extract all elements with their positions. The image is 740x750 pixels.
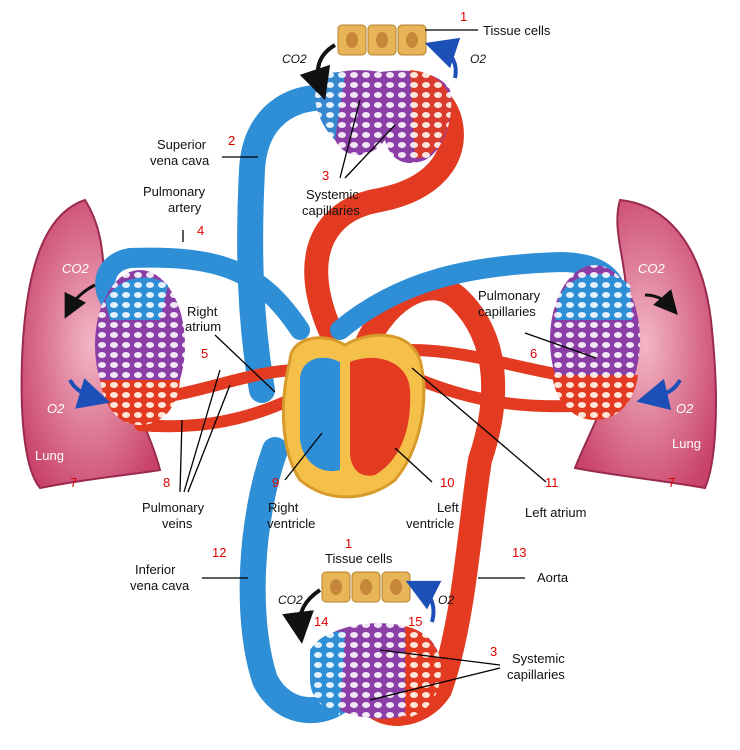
label-lung-right: Lung	[672, 436, 701, 451]
num-1-top: 1	[460, 9, 467, 24]
o2-arrow-right	[636, 378, 682, 410]
label-systemic-capillaries-top-2: capillaries	[302, 203, 360, 218]
num-12: 12	[212, 545, 226, 560]
num-2: 2	[228, 133, 235, 148]
gas-co2-right: CO2	[638, 261, 666, 276]
label-right-ventricle-1: Right	[268, 500, 299, 515]
label-right-atrium-2: atrium	[185, 319, 221, 334]
label-pulmonary-veins-2: veins	[162, 516, 193, 531]
gas-o2-right: O2	[676, 401, 694, 416]
label-tissue-cells-top: Tissue cells	[483, 23, 551, 38]
label-systemic-capillaries-top-1: Systemic	[306, 187, 359, 202]
label-left-ventricle-2: ventricle	[406, 516, 454, 531]
num-7-right: 7	[668, 475, 675, 490]
label-aorta: Aorta	[537, 570, 569, 585]
label-systemic-capillaries-bottom-1: Systemic	[512, 651, 565, 666]
num-8: 8	[163, 475, 170, 490]
label-systemic-capillaries-bottom-2: capillaries	[507, 667, 565, 682]
label-right-ventricle-2: ventricle	[267, 516, 315, 531]
num-10: 10	[440, 475, 454, 490]
left-ventricle-chamber	[350, 357, 411, 476]
tissue-cells-top	[337, 24, 427, 56]
co2-arrow-top	[299, 43, 337, 101]
num-9: 9	[272, 475, 279, 490]
label-pulmonary-veins-1: Pulmonary	[142, 500, 205, 515]
label-pulmonary-artery-1: Pulmonary	[143, 184, 206, 199]
num-3-bottom: 3	[490, 644, 497, 659]
right-ventricle-chamber	[300, 357, 340, 472]
num-1-bottom: 1	[345, 536, 352, 551]
o2-arrow-bottom	[405, 580, 442, 623]
gas-o2-top: O2	[470, 52, 486, 66]
label-inferior-vena-cava-2: vena cava	[130, 578, 190, 593]
o2-arrow-left	[68, 378, 111, 409]
vena-cava-vessel	[237, 84, 358, 403]
num-3-top: 3	[322, 168, 329, 183]
gas-o2-bottom: O2	[438, 593, 454, 607]
pulmonary-artery-left	[95, 247, 310, 340]
num-4: 4	[197, 223, 204, 238]
label-superior-vena-cava-2: vena cava	[150, 153, 210, 168]
num-11: 11	[545, 475, 559, 490]
label-left-atrium: Left atrium	[525, 505, 586, 520]
num-14: 14	[314, 614, 328, 629]
gas-co2-top: CO2	[282, 52, 307, 66]
gas-co2-left: CO2	[62, 261, 90, 276]
label-pulmonary-capillaries-2: capillaries	[478, 304, 536, 319]
label-pulmonary-capillaries-1: Pulmonary	[478, 288, 541, 303]
o2-arrow-top	[424, 37, 461, 79]
num-6: 6	[530, 346, 537, 361]
label-superior-vena-cava-1: Superior	[157, 137, 207, 152]
gas-co2-bottom: CO2	[278, 593, 303, 607]
label-lung-left: Lung	[35, 448, 64, 463]
co2-arrow-bottom	[282, 588, 322, 644]
num-15: 15	[408, 614, 422, 629]
label-right-atrium-1: Right	[187, 304, 218, 319]
label-inferior-vena-cava-1: Inferior	[135, 562, 176, 577]
gas-o2-left: O2	[47, 401, 65, 416]
co2-arrow-left	[64, 283, 96, 319]
inferior-vena-cava-vessel	[239, 437, 358, 724]
label-left-ventricle-1: Left	[437, 500, 459, 515]
num-13: 13	[512, 545, 526, 560]
label-tissue-cells-bottom: Tissue cells	[325, 551, 393, 566]
label-pulmonary-artery-2: artery	[168, 200, 202, 215]
tissue-cells-bottom	[321, 571, 411, 603]
num-5: 5	[201, 346, 208, 361]
num-7-left: 7	[70, 475, 77, 490]
co2-arrow-right	[644, 289, 678, 316]
